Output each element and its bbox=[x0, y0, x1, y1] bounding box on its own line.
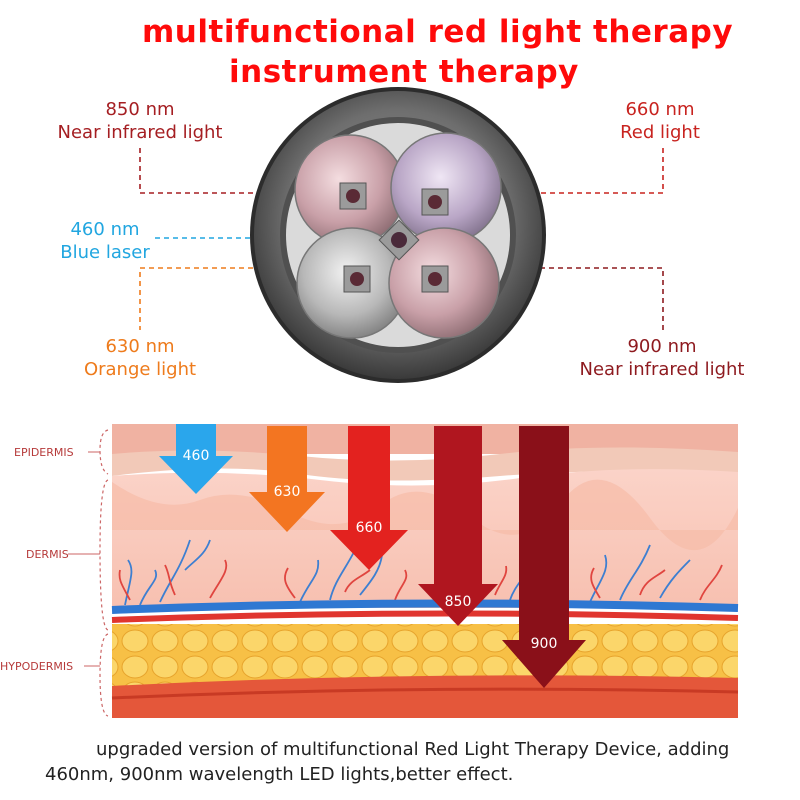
label-630-name: Orange light bbox=[83, 359, 197, 380]
arrow-label-460: 460 bbox=[183, 448, 210, 464]
hypodermis-layer bbox=[112, 624, 738, 686]
label-660-nm: 660 nm bbox=[625, 99, 695, 120]
label-660-name: Red light bbox=[620, 122, 700, 143]
arrow-900 bbox=[502, 426, 586, 688]
vein bbox=[111, 599, 739, 614]
label-630: 630 nm Orange light bbox=[84, 335, 196, 381]
arrow-630 bbox=[249, 426, 325, 532]
title-line-2: instrument therapy bbox=[229, 54, 579, 90]
connector-900 bbox=[540, 267, 664, 330]
connector-850 bbox=[139, 148, 262, 194]
caption-line-1: upgraded version of multifunctional Red … bbox=[96, 739, 730, 760]
arrow-label-850: 850 bbox=[445, 594, 472, 610]
label-850-name: Near infrared light bbox=[57, 122, 223, 143]
label-epidermis: EPIDERMIS bbox=[14, 446, 74, 459]
label-900: 900 nm Near infrared light bbox=[580, 335, 745, 381]
label-660: 660 nm Red light bbox=[620, 98, 700, 144]
layer-brackets bbox=[99, 429, 109, 717]
led-lenses bbox=[294, 132, 502, 339]
label-850-nm: 850 nm bbox=[105, 99, 175, 120]
arrow-460 bbox=[159, 424, 233, 494]
device-diagram bbox=[139, 87, 664, 383]
label-dermis: DERMIS bbox=[26, 548, 69, 561]
artery bbox=[111, 610, 739, 623]
muscle-layer bbox=[112, 675, 738, 718]
label-630-nm: 630 nm bbox=[105, 336, 175, 357]
layer-ticks bbox=[68, 451, 100, 667]
label-460-name: Blue laser bbox=[60, 242, 150, 263]
arrow-850 bbox=[418, 426, 498, 626]
connector-660 bbox=[540, 148, 664, 194]
label-900-nm: 900 nm bbox=[627, 336, 697, 357]
label-900-name: Near infrared light bbox=[579, 359, 745, 380]
arrow-label-630: 630 bbox=[274, 484, 301, 500]
arrow-label-900: 900 bbox=[531, 636, 558, 652]
label-460-nm: 460 nm bbox=[70, 219, 140, 240]
skin-diagram: 460 630 660 850 900 bbox=[68, 424, 739, 718]
connector-630 bbox=[139, 267, 262, 330]
arrow-label-660: 660 bbox=[356, 520, 383, 536]
label-hypodermis: HYPODERMIS bbox=[0, 660, 74, 673]
caption-line-2: 460nm, 900nm wavelength LED lights,bette… bbox=[45, 764, 514, 785]
title-line-1: multifunctional red light therapy bbox=[142, 14, 734, 50]
penetration-arrows: 460 630 660 850 900 bbox=[159, 424, 586, 688]
label-460: 460 nm Blue laser bbox=[60, 218, 149, 264]
arrow-660 bbox=[330, 426, 408, 570]
label-850: 850 nm Near infrared light bbox=[58, 98, 223, 144]
